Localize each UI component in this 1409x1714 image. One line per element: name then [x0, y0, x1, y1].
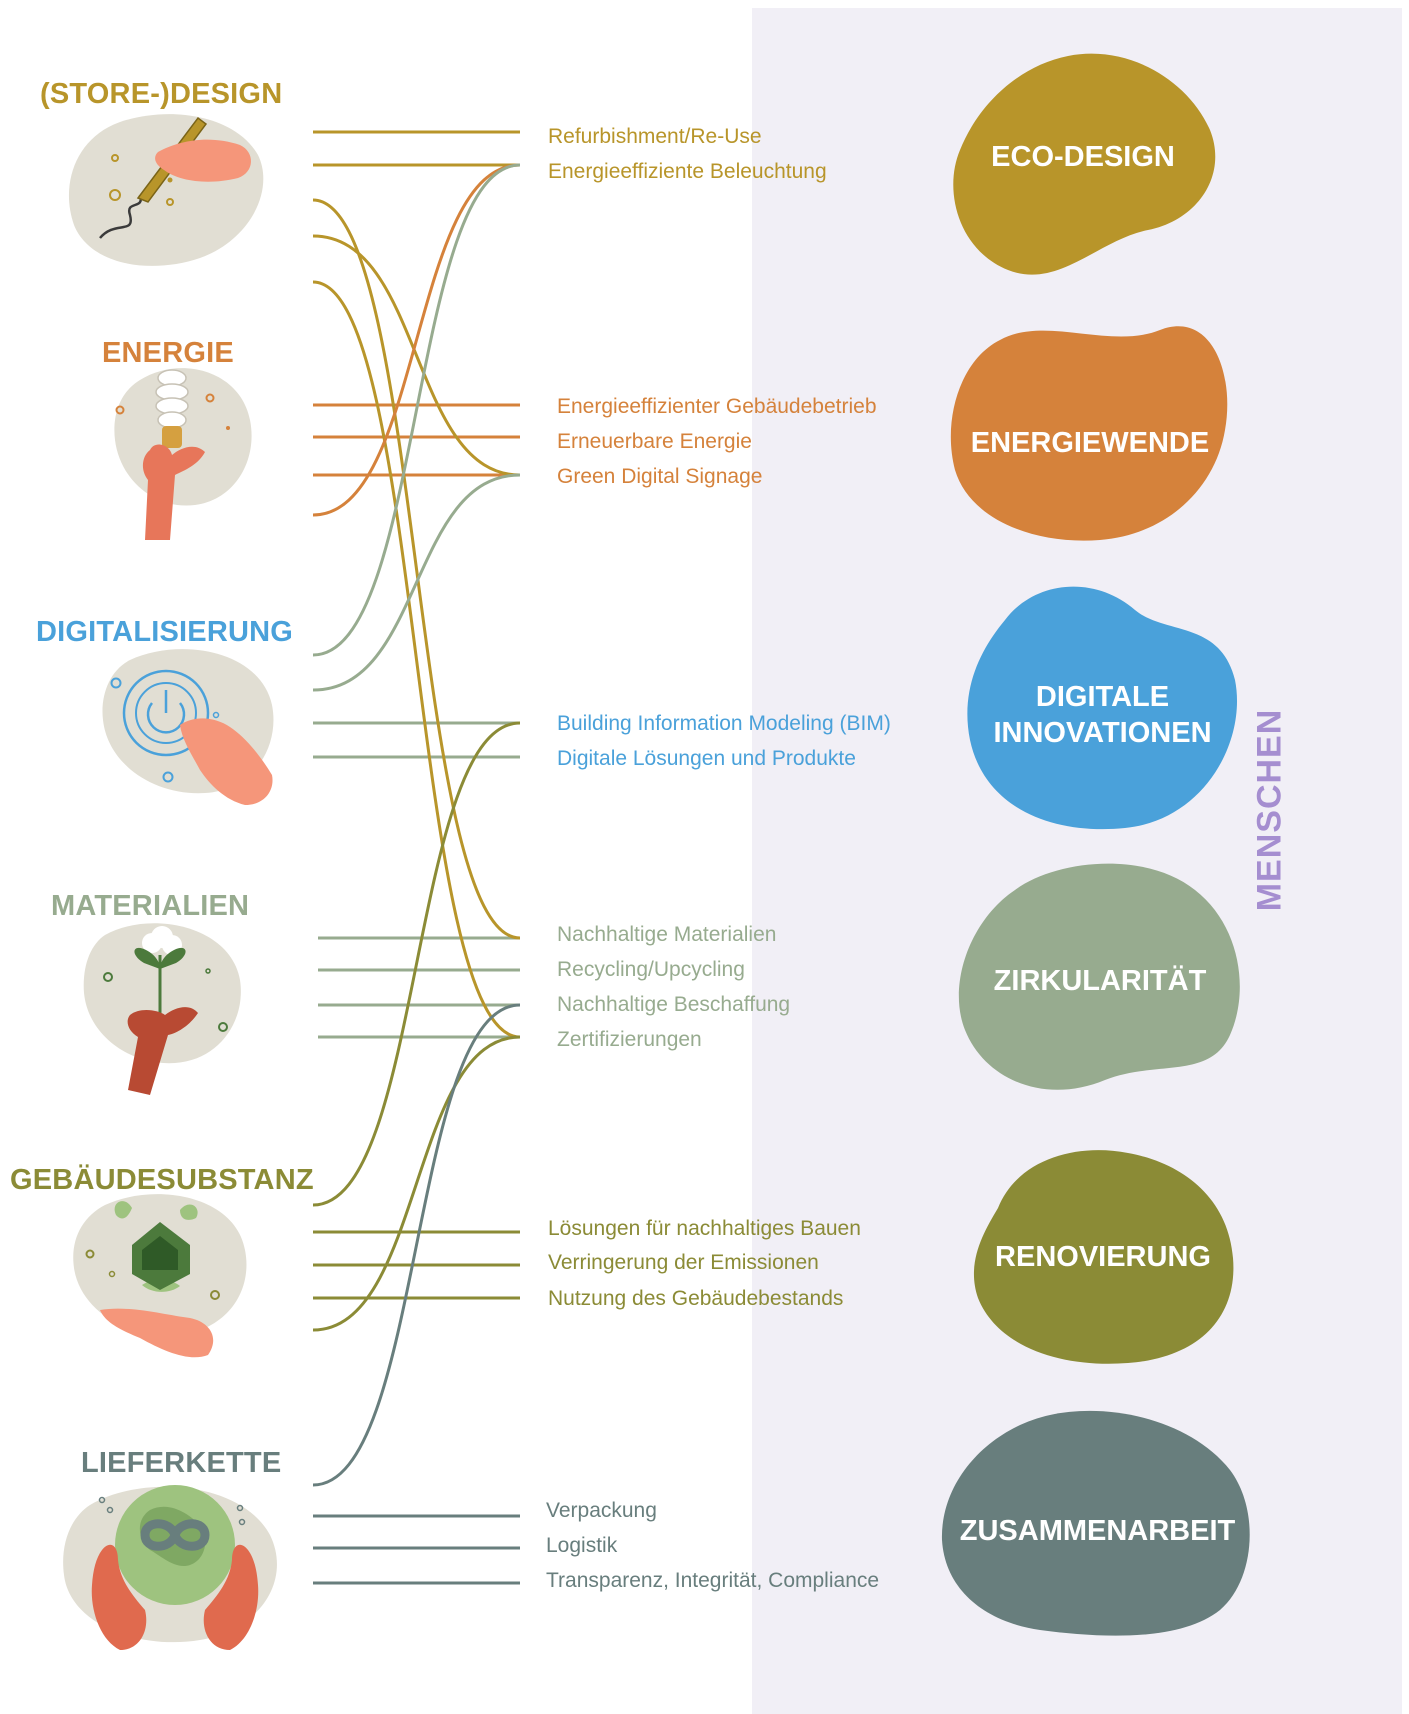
lightbulb-hand-icon	[110, 360, 260, 540]
plant-hand-icon	[80, 915, 250, 1095]
item-transparenz: Transparenz, Integrität, Compliance	[546, 1569, 879, 1593]
connector-line	[313, 723, 520, 1205]
connector-line	[313, 282, 520, 1037]
connector-line	[313, 236, 520, 475]
item-green-digital-signage: Green Digital Signage	[557, 465, 762, 489]
item-digitale-loesungen: Digitale Lösungen und Produkte	[557, 747, 856, 771]
group-label-energiewende: ENERGIEWENDE	[950, 408, 1230, 478]
menschen-label: MENSCHEN	[1251, 709, 1290, 912]
item-verpackung: Verpackung	[546, 1499, 657, 1523]
item-zertifizierungen: Zertifizierungen	[557, 1028, 702, 1052]
group-label-zirkularitaet: ZIRKULARITÄT	[955, 946, 1245, 1016]
item-energieeffizienter-gebaeudebetrieb: Energieeffizienter Gebäudebetrieb	[557, 395, 877, 419]
item-nutzung-gebaeudebestand: Nutzung des Gebäudebestands	[548, 1287, 843, 1311]
category-title-design: (STORE-)DESIGN	[40, 78, 282, 111]
group-label-eco-design: ECO-DESIGN	[948, 122, 1218, 192]
connector-line	[313, 1005, 520, 1485]
item-nachhaltiges-bauen: Lösungen für nachhaltiges Bauen	[548, 1217, 861, 1241]
house-hand-icon	[70, 1190, 260, 1365]
category-title-lieferkette: LIEFERKETTE	[81, 1447, 281, 1480]
item-verringerung-emissionen: Verringerung der Emissionen	[548, 1251, 819, 1275]
item-bim: Building Information Modeling (BIM)	[557, 712, 891, 736]
item-refurbishment: Refurbishment/Re-Use	[548, 125, 762, 149]
item-nachhaltige-materialien: Nachhaltige Materialien	[557, 923, 776, 947]
globe-hands-icon	[60, 1480, 290, 1655]
connector-line	[313, 1037, 520, 1330]
item-nachhaltige-beschaffung: Nachhaltige Beschaffung	[557, 993, 790, 1017]
pen-hand-icon	[60, 110, 270, 270]
connector-line	[313, 200, 520, 938]
group-label-zusammenarbeit: ZUSAMMENARBEIT	[940, 1496, 1255, 1566]
item-erneuerbare-energie: Erneuerbare Energie	[557, 430, 752, 454]
connector-line	[313, 165, 520, 515]
item-energieeffiziente-beleuchtung: Energieeffiziente Beleuchtung	[548, 160, 827, 184]
item-logistik: Logistik	[546, 1534, 617, 1558]
power-button-hand-icon	[100, 645, 280, 820]
item-recycling-upcycling: Recycling/Upcycling	[557, 958, 745, 982]
group-label-renovierung: RENOVIERUNG	[968, 1222, 1238, 1292]
group-label-digitale-innovationen: DIGITALE INNOVATIONEN	[965, 675, 1240, 755]
